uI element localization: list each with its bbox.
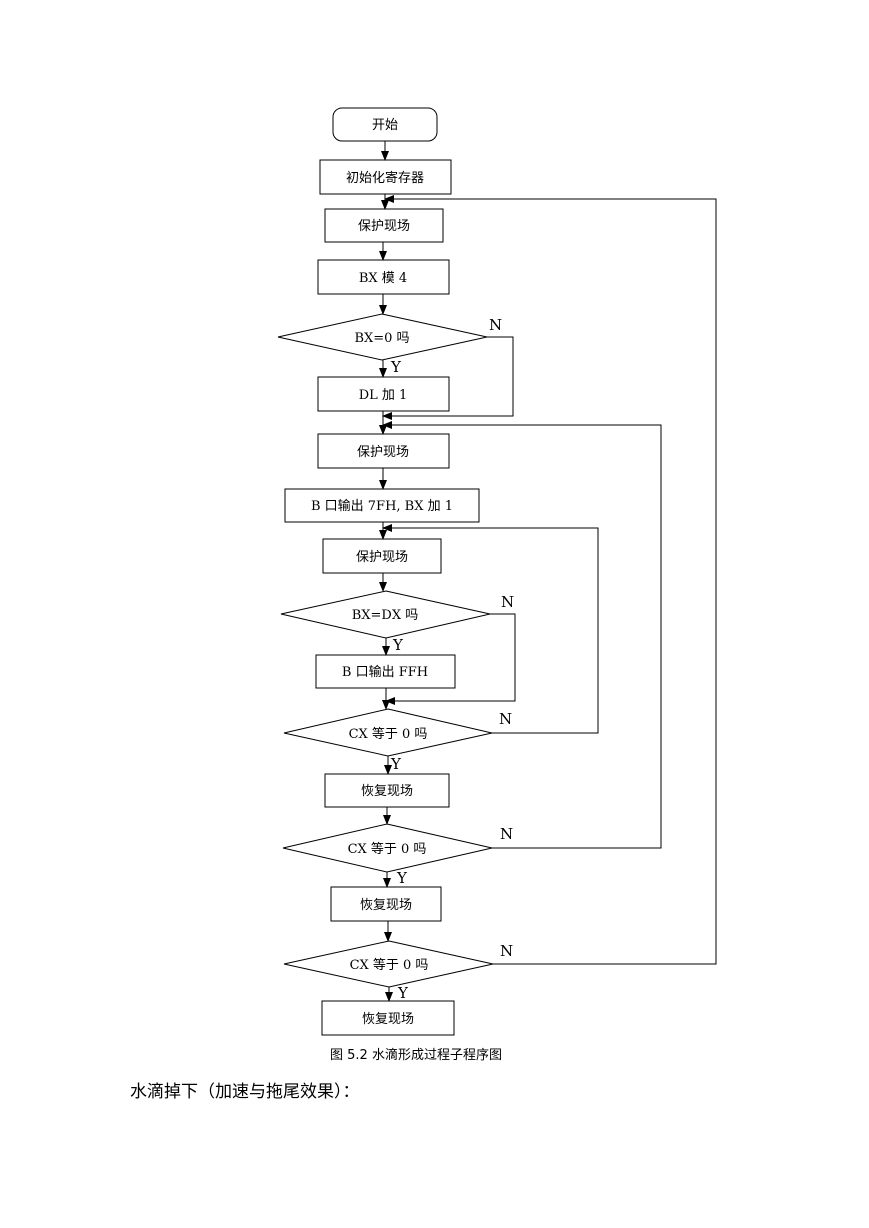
figure-caption: 图 5.2 水滴形成过程子程序图: [330, 1048, 502, 1063]
d3-label: CX 等于 0 吗: [349, 726, 428, 742]
init-label: 初始化寄存器: [346, 170, 424, 186]
loop-d5-no: [384, 195, 717, 965]
outff-label: B 口输出 FFH: [342, 664, 428, 680]
dl-label: DL 加 1: [359, 388, 408, 403]
save3-label: 保护现场: [356, 550, 408, 565]
restore3-label: 恢复现场: [362, 1012, 414, 1027]
restore1-label: 恢复现场: [361, 784, 413, 799]
d1-node: [277, 313, 488, 361]
init-node: [319, 159, 452, 195]
restore2-node: [330, 886, 442, 922]
paragraph-text: 水滴掉下（加速与拖尾效果）：: [130, 1082, 360, 1102]
save2-label: 保护现场: [357, 445, 409, 460]
no-label-d1: N: [489, 316, 502, 334]
no-label-d5: N: [500, 942, 513, 960]
loop-d2-no: [385, 613, 516, 705]
save3-node: [322, 538, 442, 574]
yes-label-d2: Y: [392, 636, 404, 654]
d4-label: CX 等于 0 吗: [348, 841, 427, 857]
yes-label-d1: Y: [390, 358, 402, 376]
loop-d1-no: [382, 336, 514, 420]
no-label-d4: N: [500, 825, 513, 843]
arrows: [379, 141, 717, 1002]
yes-label-d5: Y: [397, 984, 409, 1002]
no-label-d2: N: [501, 593, 514, 611]
save1-label: 保护现场: [358, 219, 410, 234]
yes-label-d4: Y: [396, 869, 408, 887]
yes-label-d3: Y: [390, 755, 402, 773]
restore2-label: 恢复现场: [360, 898, 412, 913]
out7f-label: B 口输出 7FH, BX 加 1: [311, 498, 453, 514]
d5-label: CX 等于 0 吗: [350, 957, 429, 973]
start-label: 开始: [372, 118, 398, 133]
mod-node: [317, 259, 450, 295]
restore1-node: [324, 773, 450, 808]
d2-label: BX=DX 吗: [352, 608, 419, 623]
outff-node: [315, 654, 456, 689]
d1-label: BX=0 吗: [354, 331, 409, 346]
no-label-d3: N: [499, 710, 512, 728]
mod-label: BX 模 4: [359, 271, 407, 286]
loop-d4-no: [382, 421, 662, 849]
loop-d3-no: [382, 524, 599, 734]
